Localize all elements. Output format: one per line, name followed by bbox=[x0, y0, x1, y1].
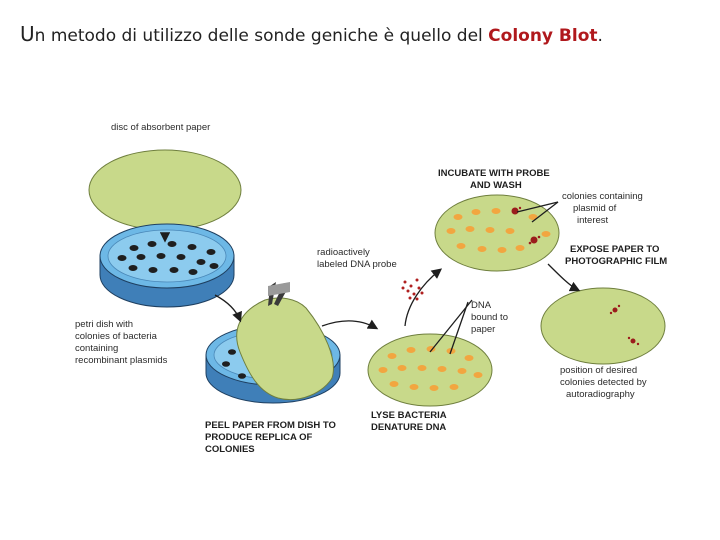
label-dna-line-1: DNA bbox=[471, 300, 492, 311]
label-peel-line-2: PRODUCE REPLICA OF bbox=[205, 432, 313, 443]
label-peel: PEEL PAPER FROM DISH TO PRODUCE REPLICA … bbox=[205, 420, 336, 455]
label-peel-line-1: PEEL PAPER FROM DISH TO bbox=[205, 420, 336, 431]
label-lyse: LYSE BACTERIA DENATURE DNA bbox=[371, 410, 447, 433]
label-lyse-line-2: DENATURE DNA bbox=[371, 422, 446, 433]
lysed-paper bbox=[368, 334, 492, 406]
label-petri-line-1: petri dish with bbox=[75, 319, 133, 330]
petri-dish-with-colonies bbox=[100, 224, 234, 307]
label-petri-line-2: colonies of bacteria bbox=[75, 331, 158, 342]
label-expose-line-1: EXPOSE PAPER TO bbox=[570, 244, 659, 255]
label-disc: disc of absorbent paper bbox=[111, 122, 210, 133]
label-position: position of desired colonies detected by… bbox=[560, 365, 647, 400]
label-petri: petri dish with colonies of bacteria con… bbox=[75, 319, 168, 366]
label-colonies-line-2: plasmid of bbox=[573, 203, 617, 214]
label-incubate-line-1: INCUBATE WITH PROBE bbox=[438, 168, 550, 179]
label-lyse-line-1: LYSE BACTERIA bbox=[371, 410, 447, 421]
label-colonies-plasmid: colonies containing plasmid of interest bbox=[562, 191, 643, 226]
label-incubate-line-2: AND WASH bbox=[470, 180, 522, 191]
label-expose-line-2: PHOTOGRAPHIC FILM bbox=[565, 256, 667, 267]
label-peel-line-3: COLONIES bbox=[205, 444, 255, 455]
label-dna-line-3: paper bbox=[471, 324, 495, 335]
label-colonies-line-1: colonies containing bbox=[562, 191, 643, 202]
label-expose: EXPOSE PAPER TO PHOTOGRAPHIC FILM bbox=[565, 244, 667, 267]
label-incubate: INCUBATE WITH PROBE AND WASH bbox=[438, 168, 550, 191]
label-petri-line-4: recombinant plasmids bbox=[75, 355, 168, 366]
photographic-film bbox=[541, 288, 665, 364]
label-radio-line-1: radioactively bbox=[317, 247, 370, 258]
label-position-line-3: autoradiography bbox=[566, 389, 635, 400]
label-position-line-1: position of desired bbox=[560, 365, 637, 376]
label-petri-line-3: containing bbox=[75, 343, 118, 354]
label-radioactive: radioactively labeled DNA probe bbox=[317, 247, 397, 270]
label-colonies-line-3: interest bbox=[577, 215, 609, 226]
label-dna-bound: DNA bound to paper bbox=[471, 300, 508, 335]
peel-dish bbox=[206, 282, 340, 403]
label-radio-line-2: labeled DNA probe bbox=[317, 259, 397, 270]
label-position-line-2: colonies detected by bbox=[560, 377, 647, 388]
label-dna-line-2: bound to bbox=[471, 312, 508, 323]
absorbent-paper-disc bbox=[89, 150, 241, 230]
